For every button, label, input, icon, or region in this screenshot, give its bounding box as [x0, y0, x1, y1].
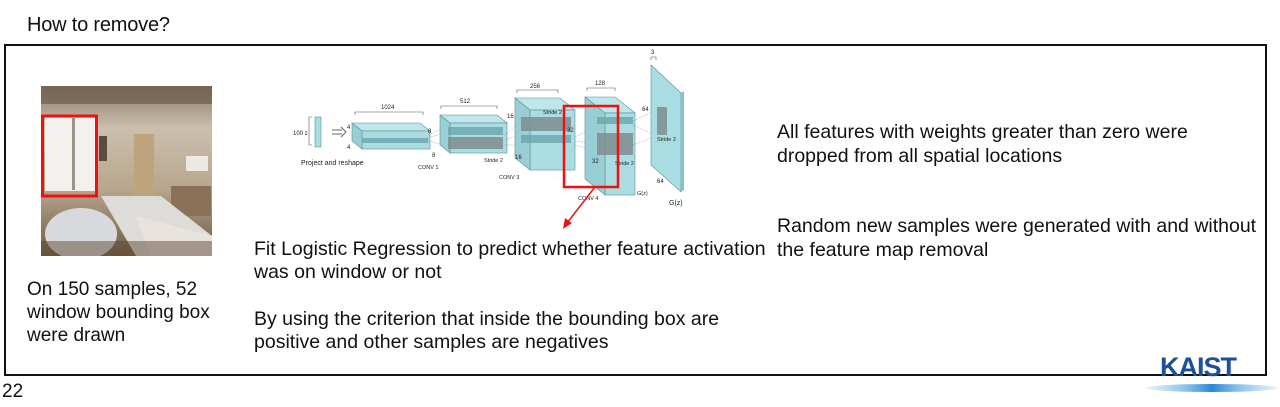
samples-caption: On 150 samples, 52 window bounding box w…	[27, 279, 210, 346]
conv4-size-label: 32	[567, 128, 574, 134]
gz-stride-label: Stride 2	[657, 137, 676, 143]
conv1-size-label: 4	[347, 125, 351, 131]
page-number: 22	[2, 381, 24, 402]
conv4-channels-label: 128	[595, 81, 606, 87]
conv3-channels-label: 256	[530, 84, 541, 90]
conv3-label: CONV 4	[578, 196, 598, 202]
conv1-size-label-2: 4	[347, 145, 351, 151]
conv2-size-label: 8	[428, 129, 432, 135]
conv4-label: G(z)	[637, 191, 648, 197]
sample-generation-point: Random new samples were generated with a…	[777, 215, 1257, 261]
conv2-label: CONV 3	[499, 175, 519, 181]
conv2-stride-label: Stride 2	[484, 158, 503, 164]
kaist-logo: KAIST	[1145, 352, 1280, 397]
gz-size-label-2: 64	[657, 179, 664, 185]
arrow-icon	[332, 126, 347, 138]
conv3-stride-label: Stride 2	[543, 110, 562, 116]
conv2-size-label-2: 8	[432, 153, 436, 159]
input-z-label: 100 z	[293, 131, 308, 137]
kaist-logo-text: KAIST	[1160, 352, 1237, 382]
dcgan-generator-diagram: 100 z Project and reshape 1024 4 4 CONV …	[293, 50, 684, 207]
content-frame	[4, 44, 1267, 376]
logo-swoosh-icon	[1146, 384, 1278, 392]
slide-title: How to remove?	[27, 14, 170, 36]
window-bounding-box	[41, 114, 98, 198]
conv3-size-label: 16	[507, 114, 514, 120]
criterion-point: By using the criterion that inside the b…	[254, 308, 720, 353]
z-vector	[314, 116, 322, 148]
pointer-arrow-icon	[563, 186, 596, 229]
conv2-channels-label: 512	[460, 99, 471, 105]
bedroom-sample-image	[41, 86, 212, 256]
project-reshape-label: Project and reshape	[301, 160, 364, 167]
logistic-regression-point: Fit Logistic Regression to predict wheth…	[254, 238, 766, 283]
gz-channels-label: 3	[651, 50, 655, 56]
conv4-stride-label: Stride 2	[615, 161, 634, 167]
feature-drop-point: All features with weights greater than z…	[777, 121, 1188, 167]
conv4-size-label-2: 32	[592, 159, 599, 165]
conv1-label: CONV 1	[418, 165, 438, 171]
conv3-size-label-2: 16	[515, 155, 522, 161]
conv3-highlight-box	[562, 104, 620, 189]
gz-label: G(z)	[669, 200, 683, 207]
conv1-channels-label: 1024	[381, 105, 395, 111]
gz-size-label: 64	[642, 107, 649, 113]
